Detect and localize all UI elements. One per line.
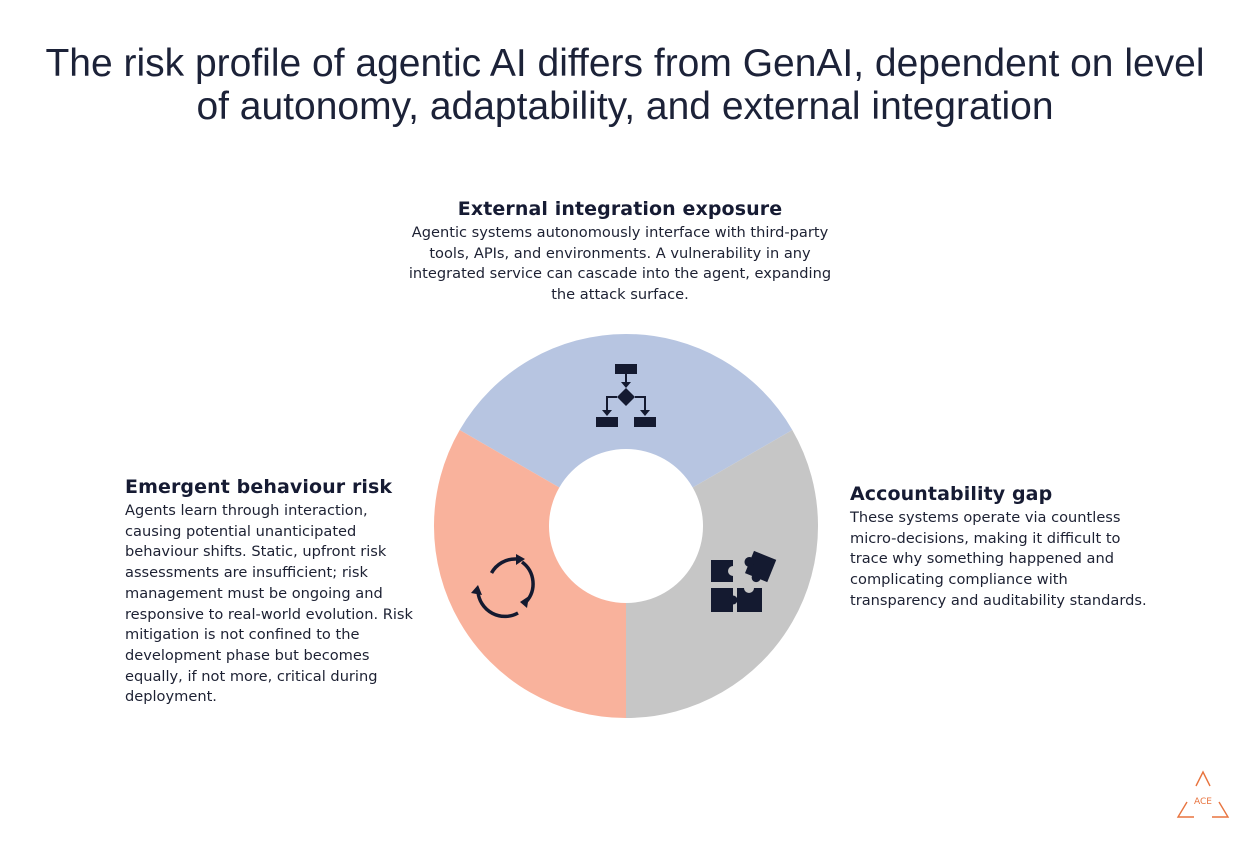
emergent-behaviour-text: Agents learn through interaction, causin… xyxy=(125,502,413,706)
accountability-gap-heading: Accountability gap xyxy=(850,483,1053,505)
emergent-behaviour-block: Emergent behaviour risk Agents learn thr… xyxy=(125,476,415,708)
external-integration-block: External integration exposure Agentic sy… xyxy=(405,198,835,306)
page-title: The risk profile of agentic AI differs f… xyxy=(45,42,1205,128)
accountability-gap-text: These systems operate via countless micr… xyxy=(850,509,1147,609)
triangle-logo-icon: ACE xyxy=(1176,770,1230,818)
logo-text: ACE xyxy=(1194,797,1212,807)
puzzle-icon xyxy=(711,550,777,612)
flowchart-icon xyxy=(596,364,656,427)
external-integration-segment xyxy=(459,333,793,488)
external-integration-text: Agentic systems autonomously interface w… xyxy=(408,224,832,304)
emergent-behaviour-heading: Emergent behaviour risk xyxy=(125,476,393,498)
external-integration-heading: External integration exposure xyxy=(457,198,783,220)
risk-donut-diagram xyxy=(433,333,819,718)
accountability-gap-block: Accountability gap These systems operate… xyxy=(850,483,1150,612)
cycle-arrows-icon xyxy=(471,554,535,619)
